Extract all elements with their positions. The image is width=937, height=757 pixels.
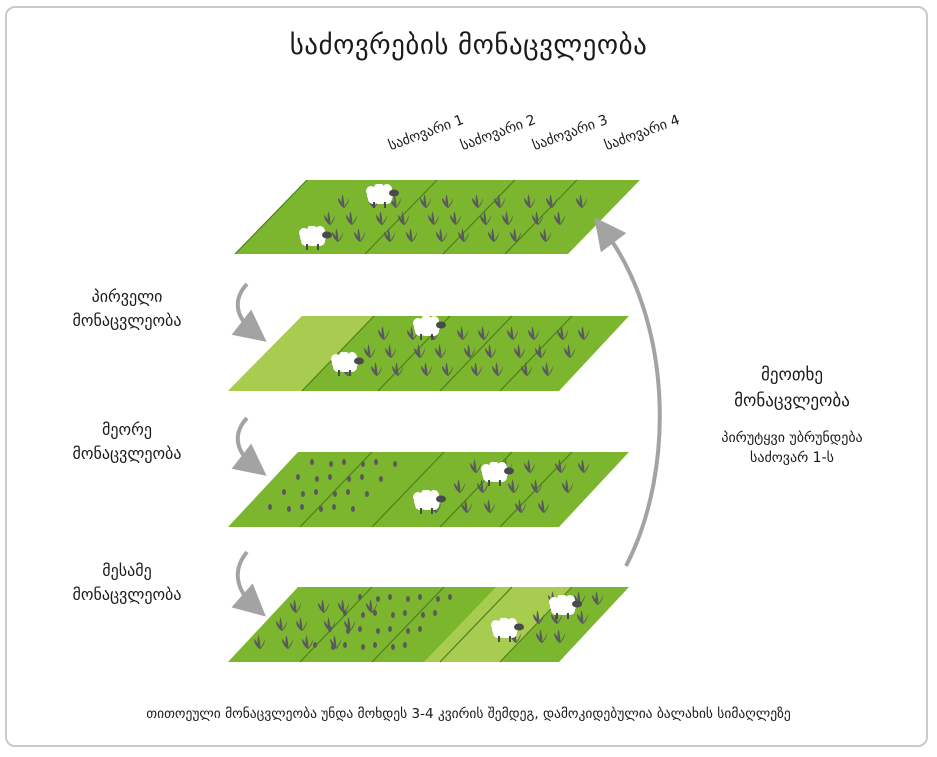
field-3 <box>228 452 629 527</box>
seedling-dot <box>406 596 410 602</box>
seedling-dot <box>403 610 407 616</box>
seedling-dot <box>448 594 452 600</box>
seedling-dot <box>310 459 314 465</box>
seedling-dot <box>329 461 333 467</box>
seedling-dot <box>373 610 377 616</box>
seedling-dot <box>373 642 377 648</box>
seedling-dot <box>358 626 362 632</box>
seedling-dot <box>361 612 365 618</box>
seedling-dot <box>358 594 362 600</box>
seedling-dot <box>313 642 317 648</box>
seedling-dot <box>314 489 318 495</box>
field-3-surface <box>228 452 629 527</box>
seedling-dot <box>374 459 378 465</box>
field-1 <box>235 180 640 254</box>
field-4 <box>228 587 629 662</box>
seedling-dot <box>360 474 364 480</box>
footer-note: თითოეული მონაცვლეობა უნდა მოხდეს 3-4 კვი… <box>0 706 937 722</box>
seedling-dot <box>403 642 407 648</box>
field-2 <box>228 315 629 391</box>
seedling-dot <box>393 461 397 467</box>
seedling-dot <box>347 476 351 482</box>
seedling-dot <box>282 489 286 495</box>
seedling-dot <box>343 642 347 648</box>
seedling-dot <box>328 474 332 480</box>
rotation-arrow-3 <box>238 552 254 606</box>
seedling-dot <box>319 506 323 512</box>
seedling-dot <box>351 506 355 512</box>
seedling-dot <box>376 628 380 634</box>
seedling-dot <box>268 504 272 510</box>
seedling-dot <box>365 491 369 497</box>
seedling-dot <box>342 459 346 465</box>
seedling-dot <box>361 644 365 650</box>
seedling-dot <box>328 626 332 632</box>
seedling-dot <box>332 504 336 510</box>
seedling-dot <box>331 644 335 650</box>
seedling-dot <box>296 474 300 480</box>
seedling-dot <box>301 491 305 497</box>
seedling-dot <box>376 596 380 602</box>
seedling-dot <box>418 594 422 600</box>
seedling-dot <box>346 628 350 634</box>
seedling-dot <box>315 476 319 482</box>
rotation-arrow-2 <box>238 418 254 466</box>
seedling-dot <box>287 506 291 512</box>
seedling-dot <box>436 596 440 602</box>
seedling-dot <box>391 644 395 650</box>
seedling-dot <box>391 612 395 618</box>
seedling-dot <box>388 626 392 632</box>
seedling-dot <box>418 626 422 632</box>
seedling-dot <box>379 476 383 482</box>
seedling-dot <box>433 610 437 616</box>
seedling-dot <box>343 610 347 616</box>
seedling-dot <box>333 491 337 497</box>
seedling-dot <box>388 594 392 600</box>
seedling-dot <box>406 628 410 634</box>
rotation-arrow-1 <box>238 284 254 332</box>
seedling-dot <box>346 489 350 495</box>
seedling-dot <box>361 461 365 467</box>
seedling-dot <box>300 504 304 510</box>
return-arrow <box>604 230 660 566</box>
seedling-dot <box>421 612 425 618</box>
